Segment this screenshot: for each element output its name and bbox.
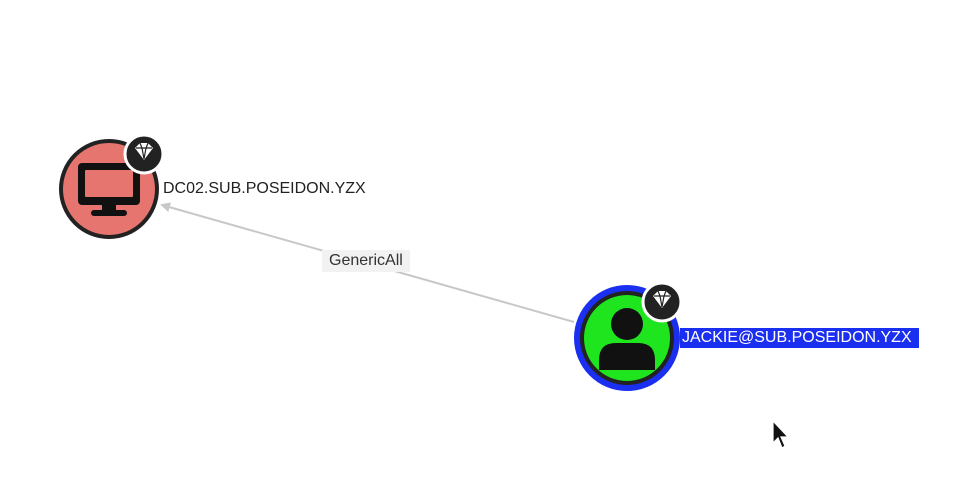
user-icon <box>599 308 655 370</box>
gem-icon <box>135 142 153 160</box>
computer-badge <box>123 133 165 175</box>
computer-node[interactable] <box>59 133 165 239</box>
mouse-pointer-icon <box>772 419 790 449</box>
user-badge <box>641 281 683 323</box>
computer-node-label[interactable]: DC02.SUB.POSEIDON.YZX <box>163 180 366 197</box>
gem-icon <box>653 290 671 308</box>
user-node-label[interactable]: JACKIE@SUB.POSEIDON.YZX <box>680 328 919 348</box>
desktop-icon <box>78 163 140 216</box>
user-node[interactable] <box>574 281 683 391</box>
edge-label[interactable]: GenericAll <box>322 250 410 272</box>
